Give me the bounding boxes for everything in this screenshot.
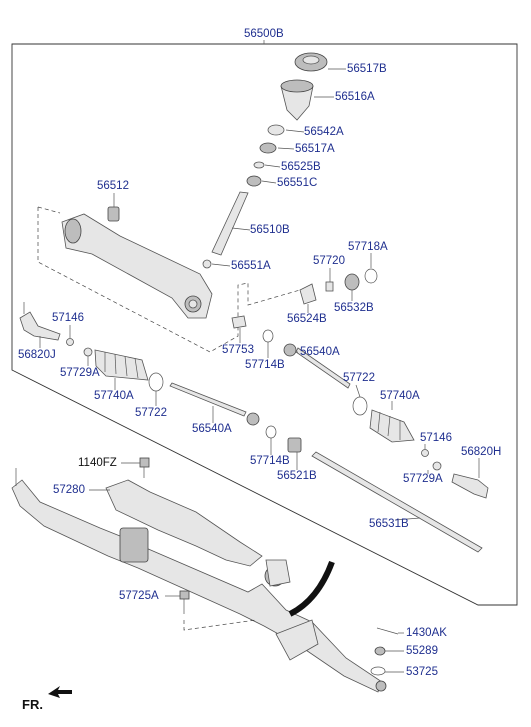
label-56820h: 56820H <box>461 446 502 458</box>
bearing-56542a <box>267 124 285 136</box>
label-57740a-right: 57740A <box>380 390 420 402</box>
seal-56517a <box>259 142 277 154</box>
label-55289: 55289 <box>406 645 438 657</box>
pinion-shaft-56510b <box>211 191 249 256</box>
nut-56551c <box>246 175 262 187</box>
nut-57146-left <box>66 338 74 346</box>
clamp-57722-left <box>148 372 164 392</box>
clip-1430ak <box>376 627 399 635</box>
label-56500b: 56500B <box>244 28 284 40</box>
label-56510b: 56510B <box>250 224 290 236</box>
label-56517a: 56517A <box>295 143 335 155</box>
bolt-57725a <box>179 590 190 600</box>
spring-57720 <box>325 281 334 292</box>
steering-gear-assembly <box>11 468 387 693</box>
label-57714b-top: 57714B <box>245 359 285 371</box>
rotation-arrow <box>288 560 335 617</box>
bellows-57740a-left <box>94 349 149 381</box>
bellows-57740a-right <box>369 409 415 443</box>
heat-shield-57280 <box>105 479 263 567</box>
label-56525b: 56525B <box>281 161 321 173</box>
label-57729a-right: 57729A <box>403 473 443 485</box>
label-56820j: 56820J <box>18 349 56 361</box>
label-1430ak: 1430AK <box>406 627 447 639</box>
leader-lines <box>39 68 480 673</box>
plug-57753 <box>231 315 247 329</box>
clamp-57722-right <box>352 396 368 416</box>
washer-53725 <box>370 666 386 676</box>
bush-56521b <box>287 437 302 453</box>
label-57729a-left: 57729A <box>60 367 100 379</box>
label-57720: 57720 <box>313 255 345 267</box>
housing-subframe <box>37 207 301 353</box>
label-56540a-right: 56540A <box>300 346 340 358</box>
label-57146-left: 57146 <box>52 312 84 324</box>
rack-bar-56531b <box>311 451 483 553</box>
label-57722-left: 57722 <box>135 407 167 419</box>
label-56540a-left: 56540A <box>192 423 232 435</box>
label-56551c: 56551C <box>277 177 318 189</box>
clip-57729a-left <box>83 347 93 357</box>
label-56542a: 56542A <box>304 126 344 138</box>
front-arrow-icon <box>48 686 72 698</box>
bolt-1140fz <box>139 457 150 468</box>
nut-55289 <box>374 646 386 656</box>
label-56517b: 56517B <box>347 63 387 75</box>
label-56521b: 56521B <box>277 470 317 482</box>
label-56551a: 56551A <box>231 260 271 272</box>
rack-yoke-56524b <box>299 283 317 305</box>
label-57740a-left: 57740A <box>94 390 134 402</box>
nut-56551a <box>202 259 212 269</box>
inner-tie-rod-56540a-right <box>295 347 351 389</box>
label-56531b: 56531B <box>369 518 409 530</box>
label-57714b-bottom: 57714B <box>250 455 290 467</box>
nut-57146-right <box>421 449 429 457</box>
inner-tie-rod-56540a-left <box>169 382 247 417</box>
label-1140fz: 1140FZ <box>78 457 117 469</box>
yoke-plug-56532b <box>344 273 360 291</box>
label-57753: 57753 <box>222 344 254 356</box>
label-56532b: 56532B <box>334 302 374 314</box>
tie-rod-end-56820j <box>19 311 61 341</box>
label-57722-right: 57722 <box>343 372 375 384</box>
tie-rod-end-56820h <box>451 473 489 499</box>
ring-56525b <box>253 161 265 169</box>
clip-57729a-right <box>432 461 442 471</box>
label-56516a: 56516A <box>335 91 375 103</box>
ring-57718a <box>364 268 378 284</box>
label-57725a: 57725A <box>119 590 159 602</box>
label-57718a: 57718A <box>348 241 388 253</box>
rack-housing-upper <box>61 213 213 319</box>
bolt-56512 <box>107 206 120 222</box>
label-53725: 53725 <box>406 666 438 678</box>
label-57146-right: 57146 <box>420 432 452 444</box>
label-57280: 57280 <box>53 484 85 496</box>
front-direction-label: FR. <box>22 697 43 712</box>
ring-57714b-top <box>262 329 274 343</box>
ring-57714b-bottom <box>265 425 277 439</box>
label-56524b: 56524B <box>287 313 327 325</box>
assembly-frame <box>11 43 518 606</box>
label-56512: 56512 <box>97 180 129 192</box>
